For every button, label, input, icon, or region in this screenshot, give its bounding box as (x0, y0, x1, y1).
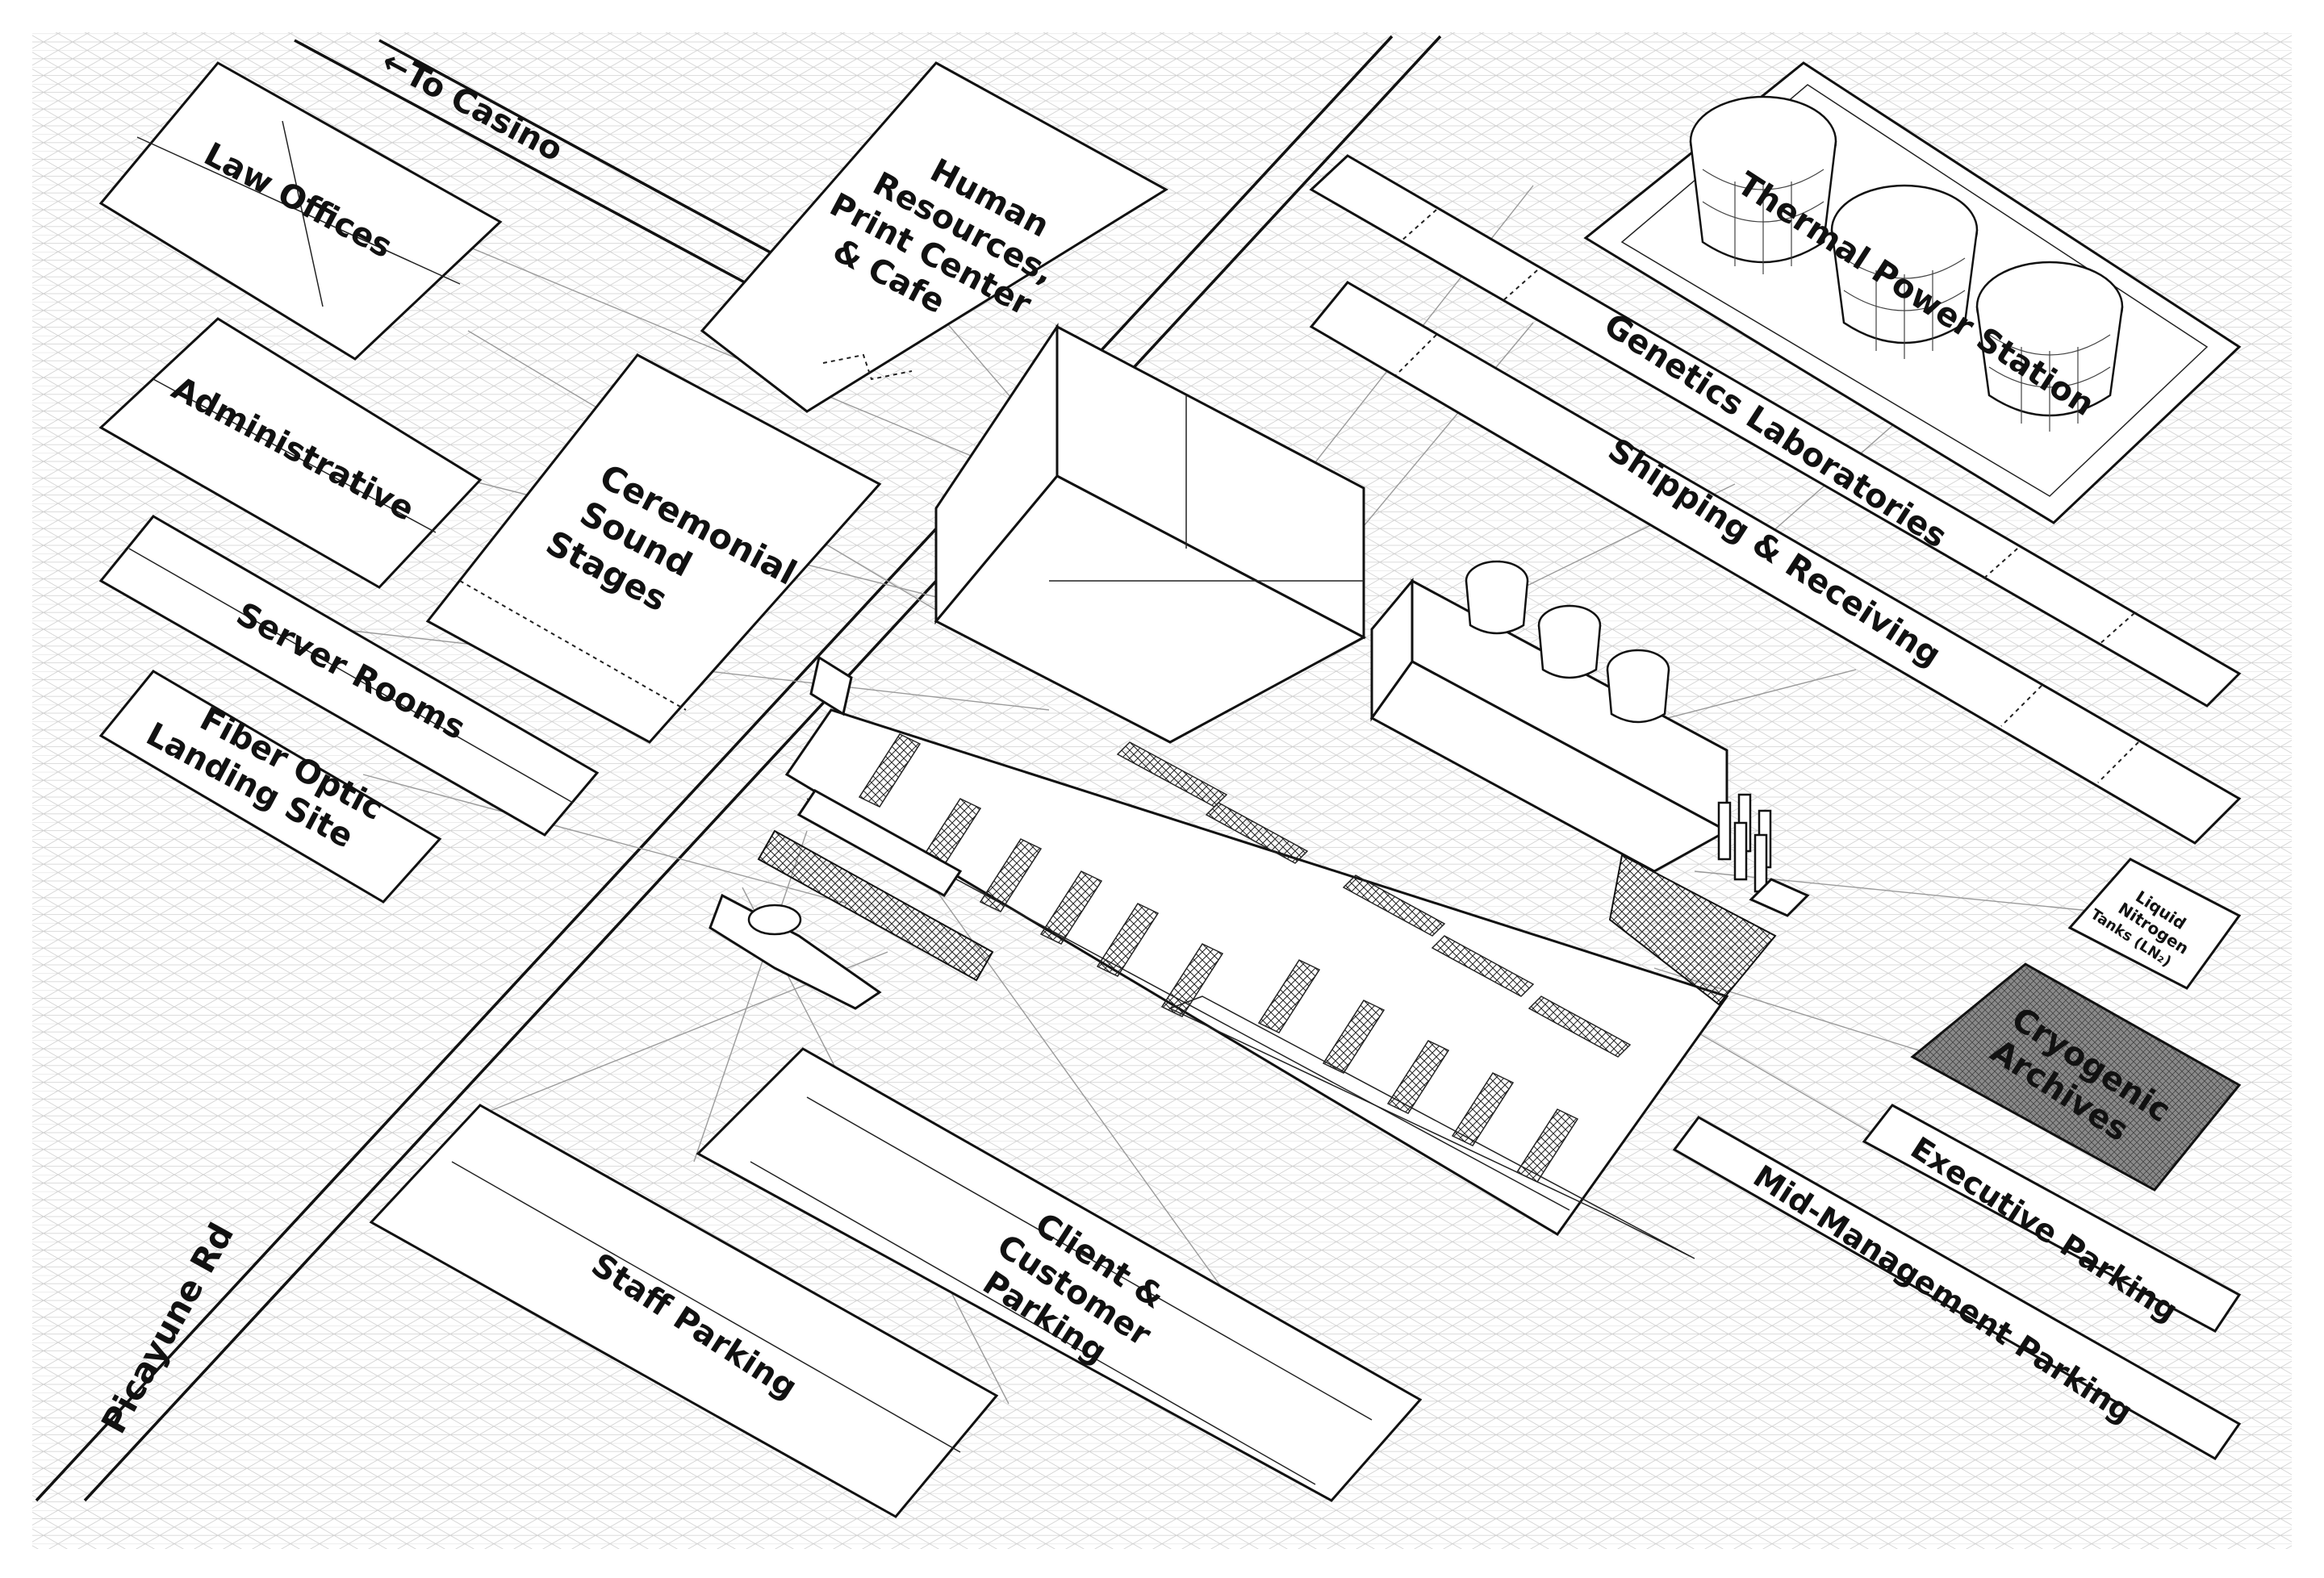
thermal-tank-2 (1830, 184, 1979, 359)
ln2-cylinders (1717, 793, 1772, 893)
thermal-tanks (1689, 95, 2124, 432)
executive-parking-zone (1862, 1104, 2242, 1333)
picayune-road (35, 35, 1442, 1502)
ceremonial-zone (425, 353, 882, 744)
mid-management-parking-zone (1672, 1116, 2242, 1460)
administrative-zone (98, 317, 483, 589)
central-campus (708, 323, 1810, 1259)
cooling-towers (1465, 560, 1670, 724)
law-offices-zone (98, 61, 503, 361)
server-rooms-zone (98, 515, 600, 837)
staff-parking-zone (369, 1104, 999, 1518)
liquid-nitrogen-zone (2067, 858, 2242, 990)
cryogenic-archives-zone (1910, 962, 2242, 1192)
human-resources-zone (700, 61, 1168, 413)
thermal-tank-1 (1689, 95, 1837, 274)
client-parking-zone (696, 1047, 1423, 1502)
shipping-receiving-zone (1309, 281, 2242, 845)
genetics-lab-zone (1309, 154, 2242, 708)
thermal-tank-3 (1975, 261, 2124, 432)
server-racks (858, 733, 1632, 1183)
fiber-optic-zone (98, 670, 442, 904)
